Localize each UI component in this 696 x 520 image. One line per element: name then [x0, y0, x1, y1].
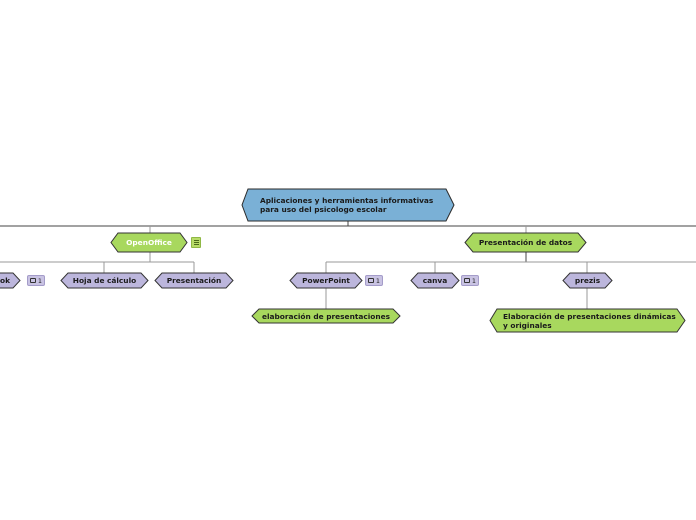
powerpoint-node[interactable]	[289, 272, 363, 289]
comment-icon	[29, 278, 36, 283]
book-comment-count: 1	[37, 276, 43, 285]
connectors	[0, 221, 696, 309]
canva-node[interactable]	[410, 272, 460, 289]
presentacion-node[interactable]	[154, 272, 234, 289]
notes-icon[interactable]	[191, 237, 201, 248]
root-node[interactable]	[241, 188, 455, 222]
hoja-node[interactable]	[60, 272, 149, 289]
canva-comment-count: 1	[471, 276, 477, 285]
presentacion-datos-node[interactable]	[464, 232, 587, 253]
prezis-node[interactable]	[562, 272, 613, 289]
powerpoint-comment-count: 1	[375, 276, 381, 285]
openoffice-node[interactable]	[110, 232, 188, 253]
canva-comment-badge[interactable]: 1	[461, 275, 479, 286]
prezis-child-node[interactable]	[489, 308, 686, 333]
comment-icon	[463, 278, 470, 283]
book-node[interactable]	[0, 272, 21, 289]
powerpoint-child-node[interactable]	[251, 308, 401, 324]
powerpoint-comment-badge[interactable]: 1	[365, 275, 383, 286]
book-comment-badge[interactable]: 1	[27, 275, 45, 286]
comment-icon	[367, 278, 374, 283]
